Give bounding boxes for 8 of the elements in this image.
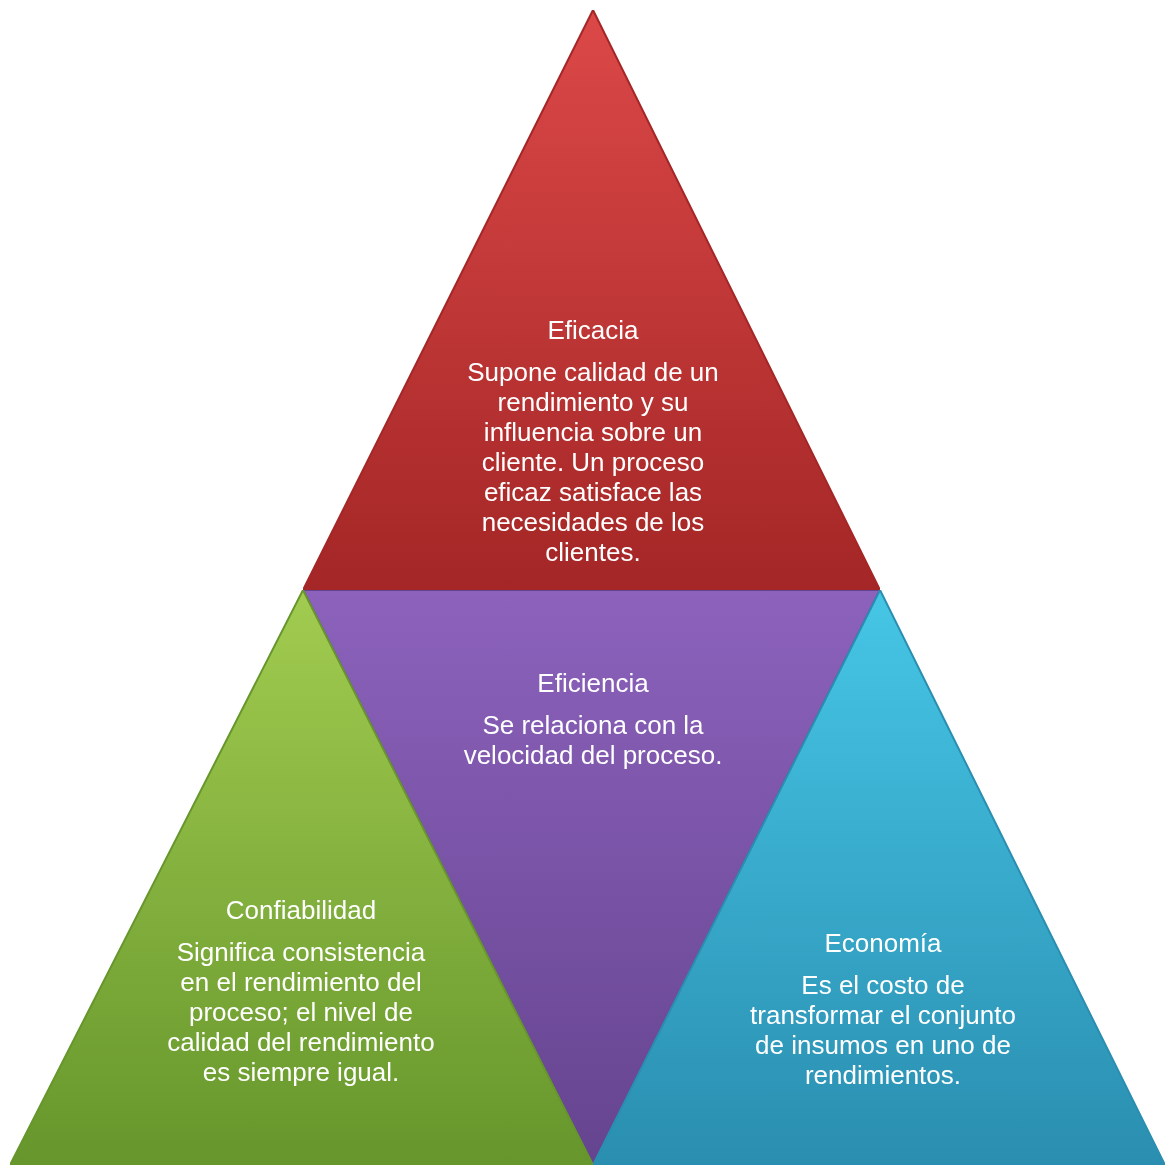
segment-heading: Eficiencia (536, 668, 650, 698)
segment-heading: Eficacia (546, 315, 640, 345)
segment-heading: Confiabilidad (224, 895, 378, 925)
segment-description: Es el costo de transformar el conjunto de insumos en uno de rendimientos. (749, 970, 1017, 1090)
segment-description: Se relaciona con la velocidad del proceso. (462, 710, 724, 770)
segment-heading: Economía (823, 928, 943, 958)
segment-description: Supone calidad de un rendimiento y su influencia sobre un cliente. Un proceso eficaz satisface las necesidades de los clientes. (466, 357, 720, 567)
segment-description: Significa consistencia en el rendimiento del proceso; el nivel de calidad del rendimiento es siempre igual. (166, 937, 436, 1087)
